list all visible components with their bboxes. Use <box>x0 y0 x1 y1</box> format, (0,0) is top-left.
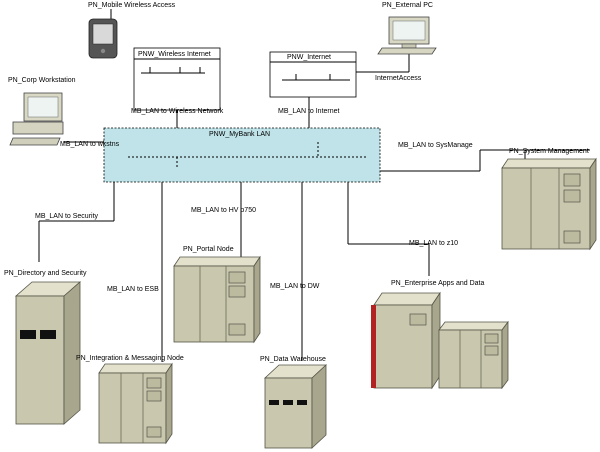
enterprise-apps-label: PN_Enterprise Apps and Data <box>391 280 484 287</box>
enterprise-apps-server[interactable] <box>371 291 509 390</box>
lan-label: PNW_MyBank LAN <box>209 131 270 138</box>
external-pc-label: PN_External PC <box>382 2 433 9</box>
data-warehouse-label: PN_Data Warehouse <box>260 356 326 363</box>
corp-workstation-label: PN_Corp Workstation <box>8 77 76 84</box>
internet-network[interactable]: PNW_Internet <box>269 51 357 98</box>
system-management-label: PN_System Management <box>509 148 589 155</box>
integration-messaging-server[interactable] <box>98 362 173 445</box>
node-labels: PN_Mobile Wireless Access PN_External PC… <box>4 2 589 363</box>
to-sysmanage-label: MB_LAN to SysManage <box>398 142 473 149</box>
directory-security-label: PN_Directory and Security <box>4 270 87 277</box>
internet-network-label: PNW_Internet <box>287 54 331 61</box>
to-esb-label: MB_LAN to ESB <box>107 286 159 293</box>
external-pc-icon[interactable] <box>377 16 437 55</box>
mobile-device-icon[interactable] <box>88 18 118 59</box>
integration-label: PN_Integration & Messaging Node <box>76 355 184 362</box>
corp-workstation-icon[interactable] <box>9 92 64 146</box>
wireless-network-label: PNW_Wireless Internet <box>138 51 211 58</box>
directory-security-server[interactable] <box>14 281 82 425</box>
to-security-label: MB_LAN to Security <box>35 213 99 220</box>
data-warehouse-server[interactable] <box>263 364 328 449</box>
to-internet-label: MB_LAN to Internet <box>278 108 340 115</box>
connection-labels: InternetAccess MB_LAN to Wireless Networ… <box>35 75 473 293</box>
to-hvp750-label: MB_LAN to HV p750 <box>191 207 256 214</box>
wireless-internet-network[interactable]: PNW_Wireless Internet <box>133 47 221 111</box>
internet-access-label: InternetAccess <box>375 75 422 82</box>
portal-label: PN_Portal Node <box>183 246 234 253</box>
portal-node-server[interactable] <box>173 255 261 344</box>
to-wireless-label: MB_LAN to Wireless Network <box>131 108 224 115</box>
to-dw-label: MB_LAN to DW <box>270 283 320 290</box>
system-management-server[interactable] <box>501 157 597 251</box>
mobile-label: PN_Mobile Wireless Access <box>88 2 176 9</box>
to-z10-label: MB_LAN to z10 <box>409 240 458 247</box>
mybank-lan[interactable]: PNW_MyBank LAN <box>103 127 381 183</box>
to-wkstns-label: MB_LAN to wkstns <box>60 141 120 148</box>
connection-lines <box>38 9 590 362</box>
